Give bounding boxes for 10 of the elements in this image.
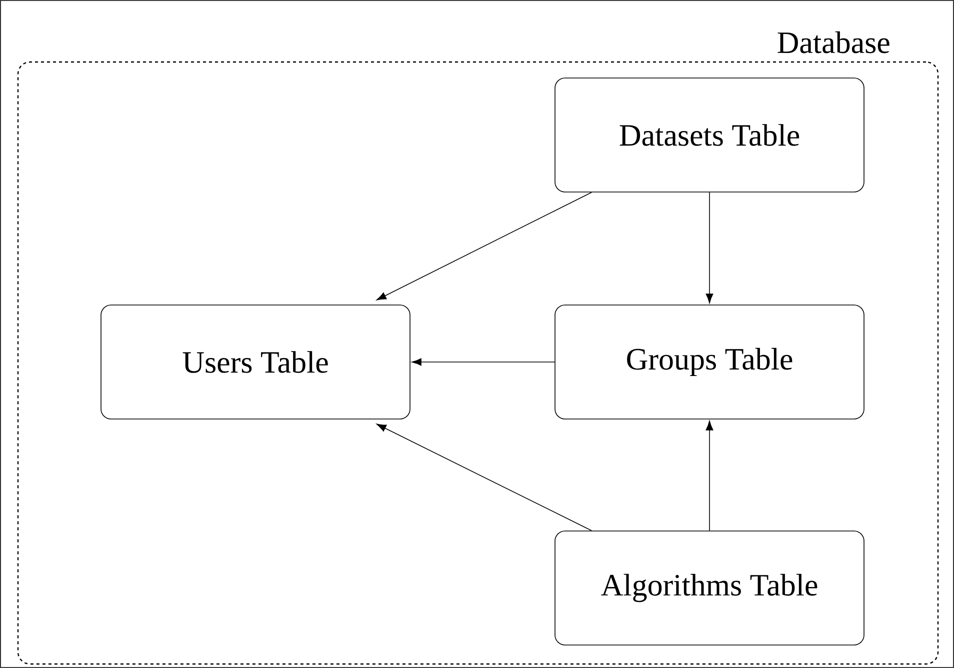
table-box: Algorithms Table <box>554 530 864 646</box>
arrow <box>376 424 592 531</box>
table-box: Users Table <box>100 304 410 420</box>
table-box: Groups Table <box>554 304 864 420</box>
table-box: Datasets Table <box>554 78 864 192</box>
arrow <box>412 358 555 366</box>
arrow <box>706 192 714 304</box>
node-label: Database <box>778 31 890 54</box>
arrow <box>376 192 592 300</box>
arrow <box>706 420 714 531</box>
